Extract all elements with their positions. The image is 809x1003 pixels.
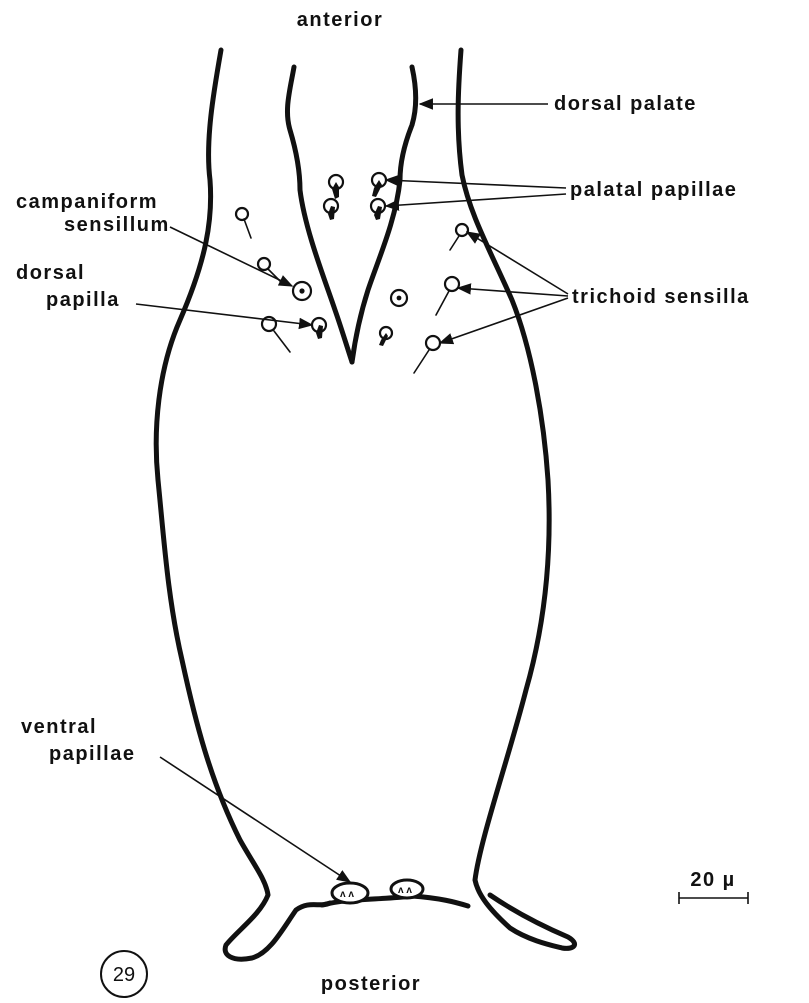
label-papillae: papillae (49, 743, 135, 765)
svg-text:ᴧ ᴧ: ᴧ ᴧ (398, 885, 412, 896)
trichoid-sensillum (414, 336, 440, 373)
campaniform-sensillum (293, 282, 311, 300)
label-sensillum: sensillum (64, 214, 170, 236)
figure-number: 29 (113, 964, 135, 986)
label-trichoid-sensilla: trichoid sensilla (572, 286, 750, 308)
label-campaniform: campaniform (16, 191, 158, 213)
campaniform-sensillum-right (391, 290, 407, 306)
label-posterior: posterior (321, 973, 421, 995)
label-dorsal-palate: dorsal palate (554, 93, 697, 115)
body-outline-left (156, 50, 330, 959)
leader-trichoid-3 (440, 298, 568, 343)
leader-dorsal-papilla (136, 304, 312, 325)
leader-palatal-papillae-2 (386, 194, 566, 206)
palatal-papilla (372, 173, 386, 197)
label-palatal-papillae: palatal papillae (570, 179, 737, 201)
trichoid-sensillum (450, 224, 468, 250)
palatal-papilla (329, 175, 343, 199)
label-scale-bar: 20 µ (690, 869, 735, 891)
leader-palatal-papillae-1 (386, 180, 566, 188)
label-papilla: papilla (46, 289, 120, 311)
label-anterior: anterior (297, 9, 383, 31)
label-ventral: ventral (21, 716, 97, 738)
dorsal-papilla (312, 318, 326, 339)
leader-campaniform-sensillum (170, 227, 292, 286)
dorsal-palate-right (352, 67, 416, 362)
scale-bar (679, 892, 748, 904)
ventral-papillae-left: ᴧ ᴧ (332, 883, 368, 903)
trichoid-sensillum (436, 277, 459, 315)
leader-trichoid-1 (467, 232, 568, 294)
leader-trichoid-2 (458, 288, 568, 296)
svg-text:ᴧ ᴧ: ᴧ ᴧ (340, 889, 354, 900)
dorsal-papilla-right (379, 327, 392, 346)
ventral-papillae-right: ᴧ ᴧ (391, 880, 423, 898)
trichoid-sensillum (236, 208, 251, 238)
label-dorsal: dorsal (16, 262, 85, 284)
palatal-papilla (324, 199, 338, 220)
palatal-papilla (371, 199, 385, 220)
